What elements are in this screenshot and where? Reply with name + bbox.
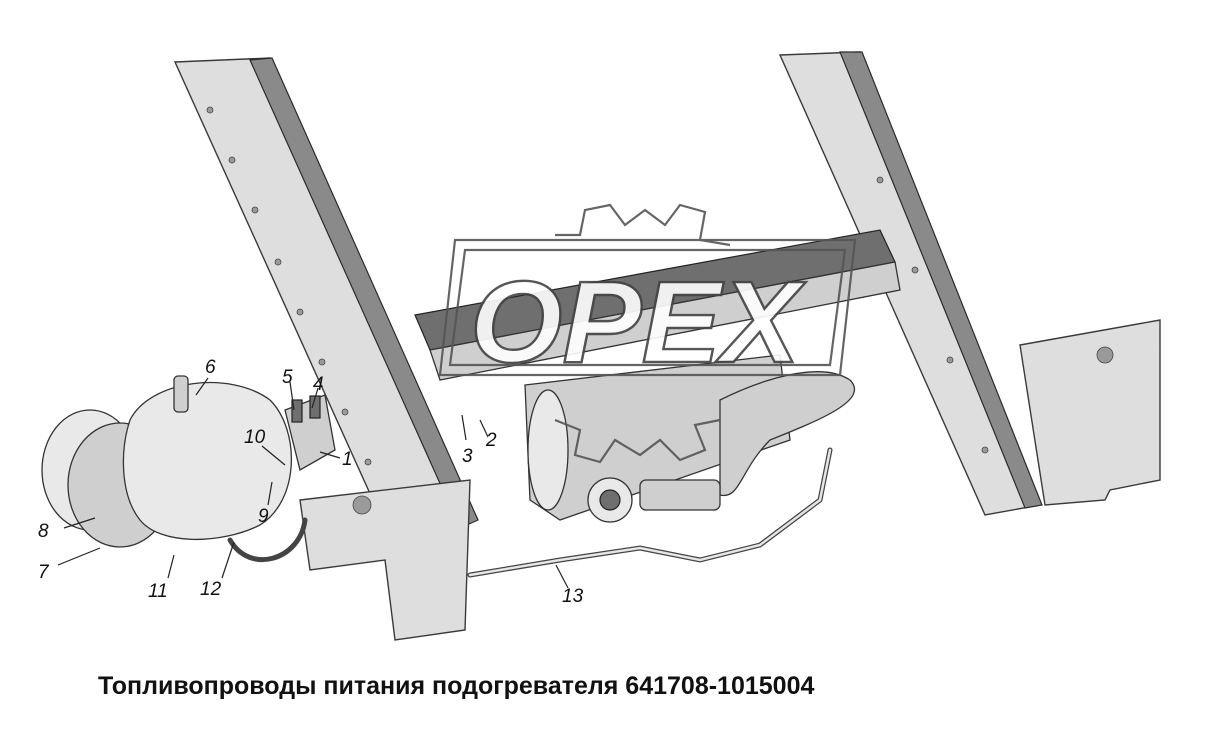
callout-3: 3 bbox=[462, 446, 473, 467]
right-frame-rail bbox=[778, 51, 1161, 516]
callout-12: 12 bbox=[200, 579, 222, 600]
leader-lines bbox=[57, 377, 569, 589]
callout-6: 6 bbox=[205, 357, 216, 378]
callout-5: 5 bbox=[282, 367, 293, 388]
left-frame-rail bbox=[173, 57, 479, 641]
gear-logo-icon bbox=[554, 203, 731, 464]
heater-unit bbox=[524, 354, 856, 523]
callout-10: 10 bbox=[244, 427, 266, 448]
fuel-tank bbox=[41, 375, 308, 563]
callout-7: 7 bbox=[38, 562, 50, 583]
drawing-caption: Топливопроводы питания подогревателя 641… bbox=[98, 672, 815, 700]
watermark-logo: ОРЕХ bbox=[438, 203, 857, 464]
callout-labels: 1 2 3 4 5 6 7 8 9 10 11 12 13 bbox=[38, 357, 584, 607]
callout-9: 9 bbox=[258, 506, 269, 527]
callout-2: 2 bbox=[485, 430, 497, 451]
callout-8: 8 bbox=[38, 521, 49, 542]
callout-1: 1 bbox=[342, 449, 353, 470]
callout-11: 11 bbox=[148, 581, 168, 602]
callout-4: 4 bbox=[313, 374, 324, 395]
fuel-line bbox=[467, 447, 833, 578]
tank-bracket bbox=[284, 394, 336, 471]
watermark-text: ОРЕХ bbox=[470, 257, 807, 387]
callout-13: 13 bbox=[562, 586, 584, 607]
cross-member bbox=[414, 229, 901, 381]
